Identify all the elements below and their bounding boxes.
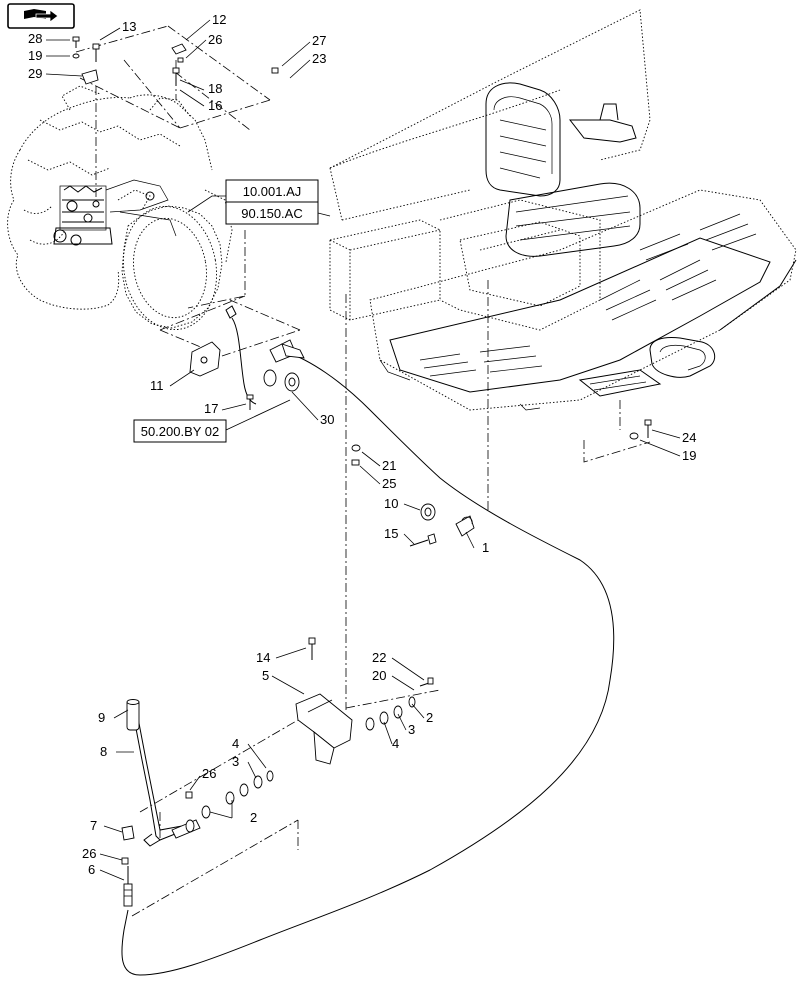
callout-13: 13 [122, 19, 136, 34]
callout-22: 22 [372, 650, 386, 665]
callout-1: 1 [482, 540, 489, 555]
bolt-13 [92, 43, 100, 62]
reference-box-50200BY02[interactable]: 50.200.BY 02 [133, 419, 227, 443]
washer-19-right [629, 432, 639, 440]
pivot-bolt [171, 819, 201, 839]
callout-19: 19 [28, 48, 42, 63]
cable-end-6 [123, 866, 133, 907]
callout-numbers: 13 12 28 26 19 29 18 16 27 23 11 17 30 2… [28, 12, 696, 877]
callout-8: 8 [100, 744, 107, 759]
knob-9 [126, 699, 140, 731]
bracket-29 [81, 69, 99, 85]
washer-stack-left [201, 770, 274, 819]
callout-3: 3 [408, 722, 415, 737]
callout-16: 16 [208, 98, 222, 113]
callout-24: 24 [682, 430, 696, 445]
bolt-14 [308, 637, 316, 660]
callout-27: 27 [312, 33, 326, 48]
callout-17: 17 [204, 401, 218, 416]
washer-stack-right [365, 696, 416, 731]
reference-box-10001AJ[interactable]: 10.001.AJ [225, 179, 319, 203]
reference-label: 10.001.AJ [243, 184, 302, 199]
nav-icon-button[interactable] [7, 3, 75, 29]
callout-15: 15 [384, 526, 398, 541]
reference-label: 50.200.BY 02 [141, 424, 220, 439]
callout-4: 4 [392, 736, 399, 751]
callout-30: 30 [320, 412, 334, 427]
cab-phantom-lines [345, 280, 651, 710]
callout-2: 2 [426, 710, 433, 725]
washer-21 [351, 444, 361, 452]
lever-phantom-lines [131, 689, 441, 917]
book-arrow-icon [24, 9, 59, 23]
nut-27 [271, 67, 279, 74]
clip-1 [455, 515, 475, 537]
nut-25 [351, 459, 360, 466]
callout-23: 23 [312, 51, 326, 66]
callout-29: 29 [28, 66, 42, 81]
callout-18: 18 [208, 81, 222, 96]
bolt-22 [419, 677, 434, 687]
callout-14: 14 [256, 650, 270, 665]
throttle-cable [121, 305, 615, 976]
reference-label: 90.150.AC [241, 206, 302, 221]
callout-19: 19 [682, 448, 696, 463]
callout-3: 3 [232, 754, 239, 769]
bolt-24 [644, 419, 652, 438]
callout-26: 26 [82, 846, 96, 861]
washer-19-top [72, 53, 80, 59]
injection-pump-assembly [53, 179, 177, 246]
callout-11: 11 [150, 378, 164, 393]
bracket-5 [295, 693, 353, 765]
callout-25: 25 [382, 476, 396, 491]
engine-outline [7, 85, 233, 331]
callout-12: 12 [212, 12, 226, 27]
nut-26-low [121, 857, 129, 865]
clip-7 [121, 825, 135, 841]
callout-26: 26 [202, 766, 216, 781]
callout-leaders [45, 19, 681, 881]
reference-box-90150AC[interactable]: 90.150.AC [225, 201, 319, 225]
callout-5: 5 [262, 668, 269, 683]
bolt-15 [409, 533, 437, 547]
lever-8 [133, 717, 183, 847]
bolt-28 [72, 36, 80, 48]
nut-26-top [177, 57, 184, 63]
grommet-10 [420, 503, 436, 521]
bracket-11 [189, 341, 221, 377]
callout-6: 6 [88, 862, 95, 877]
nut-26-mid [185, 791, 193, 799]
callout-9: 9 [98, 710, 105, 725]
callout-26: 26 [208, 32, 222, 47]
callout-7: 7 [90, 818, 97, 833]
bolt-18 [172, 67, 180, 86]
clamp-12 [171, 43, 187, 55]
callout-2: 2 [250, 810, 257, 825]
callout-28: 28 [28, 31, 42, 46]
callout-20: 20 [372, 668, 386, 683]
cable-fitting-30 [263, 339, 305, 392]
callout-10: 10 [384, 496, 398, 511]
callout-21: 21 [382, 458, 396, 473]
cab-floor-assembly [329, 9, 797, 411]
bolt-17 [246, 394, 254, 410]
callout-4: 4 [232, 736, 239, 751]
